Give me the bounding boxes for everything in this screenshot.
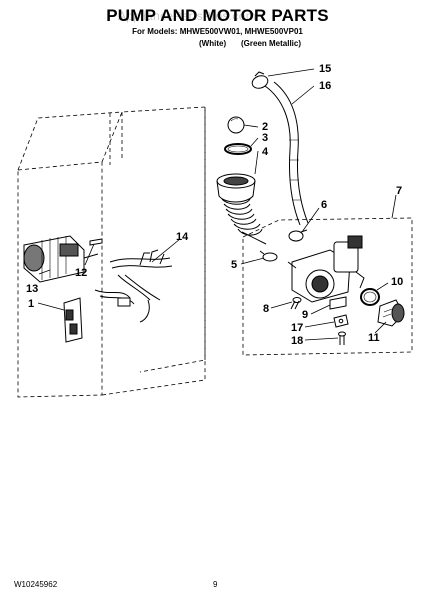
page-number: 9: [213, 580, 218, 589]
callout-6: 6: [321, 199, 327, 211]
color-green-metallic: (Green Metallic): [241, 39, 302, 48]
bolt-part-12: [89, 238, 103, 246]
page-title: PUMP AND MOTOR PARTS: [106, 6, 329, 25]
callout-15: 15: [319, 63, 331, 75]
wiring-harness-part-14: [94, 249, 173, 323]
callout-5: 5: [231, 259, 237, 271]
color-white: (White): [199, 39, 227, 48]
drain-hose-part-16: [264, 81, 309, 226]
callout-11: 11: [368, 332, 380, 344]
callout-3: 3: [262, 132, 268, 144]
callout-4: 4: [262, 146, 269, 158]
callout-1: 1: [28, 298, 34, 310]
document-id: W10245962: [14, 580, 58, 589]
callout-14: 14: [176, 231, 189, 243]
callout-13: 13: [26, 283, 38, 295]
callout-17: 17: [291, 322, 303, 334]
model-list: For Models: MHWE500VW01, MHWE500VP01: [132, 27, 303, 36]
cabinet-outline: [17, 106, 206, 398]
filter-cap-part-11: [377, 299, 405, 327]
leader-lines: [37, 68, 397, 341]
clamp-part-6: [288, 229, 308, 242]
callout-2: 2: [262, 121, 268, 133]
bracket-part-9: [329, 296, 347, 310]
callout-16: 16: [319, 80, 331, 92]
watermark: AppliancePartsPros.com: [118, 9, 256, 23]
callout-8: 8: [263, 303, 269, 315]
callout-10: 10: [391, 276, 403, 288]
check-ball-part-2: [227, 116, 245, 134]
drain-pump-body: [287, 235, 365, 303]
screw-part-18: [338, 331, 346, 345]
pump-assembly-box: [242, 217, 413, 356]
motor-part-13: [23, 235, 99, 283]
hose-clamp-part-15: [251, 71, 269, 89]
bracket-part-1: [63, 297, 83, 343]
callout-labels: 15 16 2 3 4 7 6 14 5 10 8 9 17 18 11 13 …: [26, 63, 403, 347]
washer-part-17: [333, 314, 349, 328]
callout-9: 9: [302, 309, 308, 321]
callout-18: 18: [291, 335, 303, 347]
o-ring-part-3: [224, 143, 252, 155]
gasket-part-10: [360, 288, 380, 306]
screw-part-8: [290, 297, 302, 310]
callout-12: 12: [75, 267, 87, 279]
clamp-part-5: [259, 250, 278, 262]
sump-hose-part-4: [216, 173, 267, 245]
callout-7: 7: [396, 185, 402, 197]
